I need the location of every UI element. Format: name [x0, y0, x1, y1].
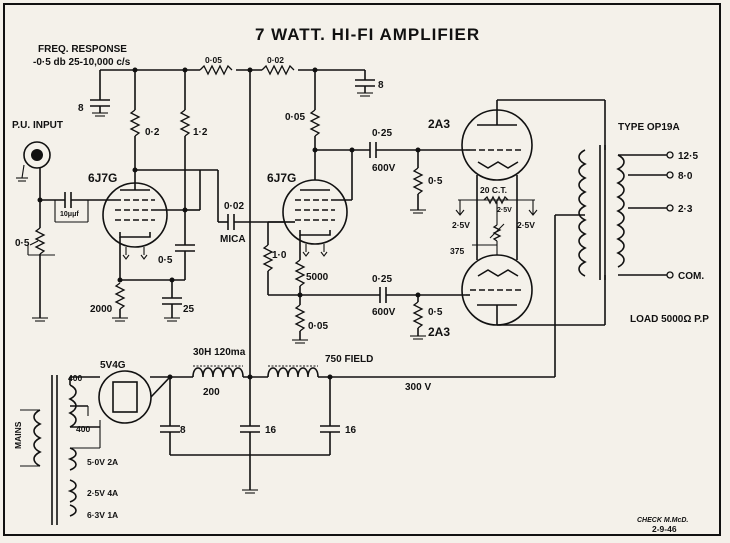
v2-plate-coupling	[315, 142, 466, 201]
tap-8-0-label: 8·0	[678, 171, 693, 182]
winding-5v-label: 5·0V 2A	[87, 457, 118, 467]
tube-v2-label: 6J7G	[267, 171, 296, 185]
resistor-0-05-label: 0·05	[205, 55, 222, 65]
v1-plate-to-mica-cap	[132, 167, 285, 230]
heater-right-label: 2·5V	[517, 220, 535, 230]
winding-6-3v-label: 6·3V 1A	[87, 510, 118, 520]
field-coil-label: 750 FIELD	[325, 354, 373, 365]
screen-cap-v1-label: 0·5	[158, 255, 173, 266]
decoupling-capacitor-right	[355, 70, 375, 97]
winding-2-5v-label: 2·5V 4A	[87, 488, 118, 498]
decoupling-capacitor-left	[90, 69, 135, 117]
rectifier-tube-label: 5V4G	[100, 360, 126, 371]
filter-cap-1-label: 8	[180, 425, 186, 436]
cathode-resistor-v1-label: 2000	[90, 304, 113, 315]
plate-resistor-v2	[309, 70, 321, 180]
filter-cap-3-label: 16	[345, 425, 357, 436]
ht-rail-top	[132, 64, 365, 76]
grid-resistor-v2-label: 1·0	[272, 250, 287, 261]
hv-top-label: 400	[68, 373, 82, 383]
input-jack	[16, 141, 51, 200]
output-transformer	[578, 145, 674, 280]
tube-out-bottom-label: 2A3	[428, 325, 450, 339]
checked-date-label: 2-9-46	[652, 524, 677, 534]
tube-v2-6j7g	[282, 179, 348, 257]
screen-resistor-v1	[179, 70, 191, 245]
plate-resistor-v2-label: 0·05	[285, 112, 305, 123]
mica-cap-value: 0·02	[224, 201, 244, 212]
transformer-type-label: TYPE OP19A	[618, 122, 680, 133]
coupling-cap-bottom-voltage: 600V	[372, 307, 396, 318]
load-impedance-label: LOAD 5000Ω P.P	[630, 314, 709, 325]
v2-cathode-network	[262, 221, 466, 344]
plate-resistor-v1-label: 0·2	[145, 127, 160, 138]
power-supply-filter	[150, 365, 555, 494]
grid-resistor-bottom	[410, 295, 426, 340]
coupling-cap-bottom-value: 0·25	[372, 274, 392, 285]
heater-left-label: 2·5V	[452, 220, 470, 230]
hv-bottom-label: 400	[76, 424, 90, 434]
input-capacitor	[40, 192, 95, 223]
tap-com-label: COM.	[678, 271, 704, 282]
checked-by-label: CHECK M.McD.	[637, 517, 688, 524]
mains-label: MAINS	[13, 421, 23, 449]
tube-out-top-label: 2A3	[428, 117, 450, 131]
grid-resistor-top-label: 0·5	[428, 176, 443, 187]
mains-transformer	[20, 375, 101, 525]
input-cap-label: 10μμf	[60, 211, 79, 218]
tube-2a3-top	[461, 100, 533, 181]
bias-resistor-label: 375	[450, 246, 464, 256]
screen-capacitor-v1	[175, 244, 195, 280]
cathode-network-v1	[112, 237, 185, 322]
tube-v1-6j7g	[95, 182, 187, 260]
mica-cap-label: MICA	[220, 234, 246, 245]
grid-resistor-top	[410, 150, 426, 214]
grid-resistor-bottom-label: 0·5	[428, 307, 443, 318]
resistor-0-05-bottom-label: 0·05	[308, 321, 328, 332]
rectifier-tube-5v4g	[98, 370, 171, 424]
hum-balance-label: 20 C.T.	[480, 185, 507, 195]
resistor-0-02-label: 0·02	[267, 55, 284, 65]
freq-response-value: -0·5 db 25-10,000 c/s	[33, 57, 131, 68]
cathode-cap-v1-label: 25	[183, 304, 195, 315]
tube-v1-label: 6J7G	[88, 171, 117, 185]
screen-resistor-v1-label: 1·2	[193, 127, 208, 138]
cathode-resistor-v2-label: 5000	[306, 272, 329, 283]
plate-resistor-v1	[129, 70, 141, 183]
coupling-cap-top-value: 0·25	[372, 128, 392, 139]
volume-potentiometer[interactable]	[27, 197, 55, 322]
cap-8-right-label: 8	[378, 80, 384, 91]
tube-2a3-bottom	[461, 254, 533, 326]
coupling-cap-top-voltage: 600V	[372, 163, 396, 174]
pickup-input-label: P.U. INPUT	[12, 120, 63, 131]
filter-cap-2-label: 16	[265, 425, 277, 436]
freq-response-label: FREQ. RESPONSE	[38, 44, 127, 55]
choke-label: 30H 120ma	[193, 347, 246, 358]
cap-8-left-label: 8	[78, 103, 84, 114]
volume-pot-label: 0·5	[15, 238, 30, 249]
output-plate-wiring	[497, 99, 606, 377]
schematic-title: 7 WATT. HI-FI AMPLIFIER	[255, 25, 480, 44]
output-bias-network	[455, 175, 538, 260]
b-plus-label: 300 V	[405, 382, 431, 393]
tap-2-3-label: 2·3	[678, 204, 693, 215]
tap-12-5-label: 12·5	[678, 151, 698, 162]
heater-center-label: 2·5V	[497, 207, 512, 214]
drawing-border	[3, 3, 721, 536]
choke-resistance-label: 200	[203, 387, 220, 398]
